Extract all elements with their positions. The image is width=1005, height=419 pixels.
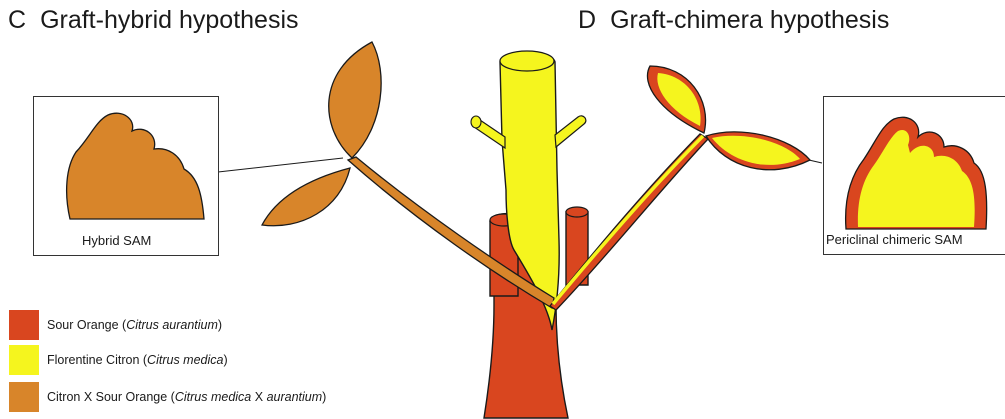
- chimeric-sam-label: Periclinal chimeric SAM: [826, 232, 963, 247]
- citron-branch-right: [555, 116, 586, 147]
- legend-swatch-hybrid: [9, 382, 39, 412]
- hybrid-leaf-lower: [262, 168, 350, 226]
- chimeric-sam-box: Periclinal chimeric SAM: [823, 96, 1005, 255]
- citron-branch-left-tip: [471, 116, 481, 128]
- legend-label-florentine-citron: Florentine Citron (Citrus medica): [47, 353, 228, 367]
- hybrid-sam-box: Hybrid SAM: [33, 96, 219, 256]
- legend-label-hybrid: Citron X Sour Orange (Citrus medica X au…: [47, 390, 326, 404]
- hybrid-sam-shape: [34, 97, 218, 255]
- legend-swatch-sour-orange: [9, 310, 39, 340]
- legend-item-florentine-citron: Florentine Citron (Citrus medica): [9, 345, 228, 375]
- legend-swatch-florentine-citron: [9, 345, 39, 375]
- legend-label-sour-orange: Sour Orange (Citrus aurantium): [47, 318, 222, 332]
- citron-scion-top: [500, 51, 554, 71]
- hybrid-connector-line: [218, 158, 343, 172]
- rootstock-stub-right-top: [566, 207, 588, 217]
- hybrid-sam-label: Hybrid SAM: [82, 233, 151, 248]
- hybrid-leaf-upper: [329, 42, 381, 158]
- chimera-leaf-lower-core: [712, 136, 800, 165]
- legend-item-sour-orange: Sour Orange (Citrus aurantium): [9, 310, 222, 340]
- legend-item-hybrid: Citron X Sour Orange (Citrus medica X au…: [9, 382, 326, 412]
